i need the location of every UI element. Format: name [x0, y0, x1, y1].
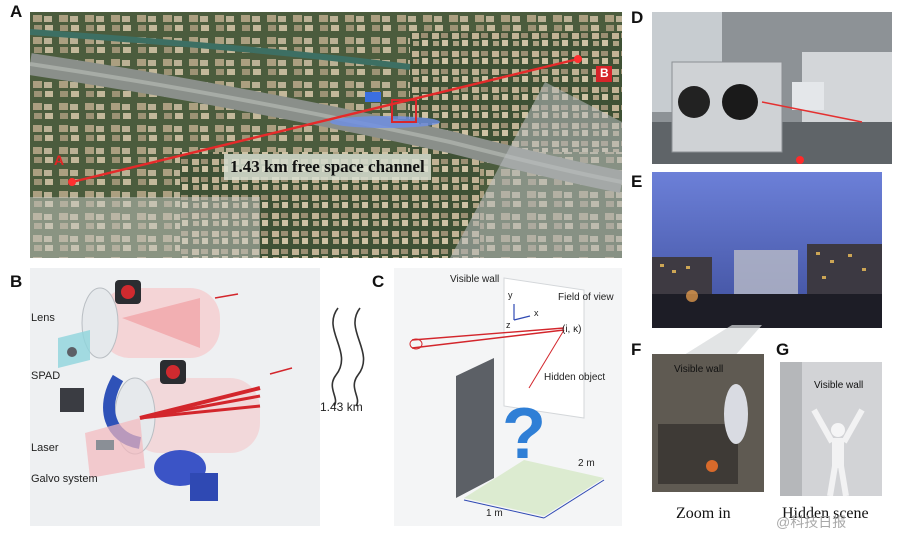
svg-text:?: ?: [502, 394, 546, 474]
distance-indicator: 1.43 km: [316, 300, 386, 430]
axis-y-label: y: [508, 290, 513, 300]
device-schematic-graphic: [58, 280, 293, 501]
dim-1m-label: 1 m: [486, 508, 503, 519]
dim-2m-label: 2 m: [578, 458, 595, 469]
wavy-lines-icon: [331, 307, 365, 407]
panel-b-device: Lens SPAD Laser Galvo system: [30, 268, 320, 526]
lens-label: Lens: [31, 312, 55, 324]
satellite-map-graphic: [30, 12, 622, 258]
watermark: @科技日报: [776, 514, 847, 530]
scene-schematic-graphic: ?: [409, 277, 605, 519]
hidden-scene-graphic: [780, 362, 882, 496]
axis-z-label: z: [506, 320, 511, 330]
panel-g-photo: Visible wall: [780, 362, 882, 496]
panel-f-photo: Visible wall: [652, 354, 764, 492]
channel-label: 1.43 km free space channel: [224, 154, 431, 180]
panel-e-label: E: [631, 172, 643, 191]
laser-label: Laser: [31, 442, 59, 454]
panel-a-label: A: [10, 2, 23, 21]
f-visible-wall-label: Visible wall: [674, 364, 724, 375]
panel-d-photo: [652, 12, 892, 164]
panel-f-label: F: [631, 340, 642, 359]
panel-b-label: B: [10, 272, 23, 291]
device-photo-graphic: [652, 12, 892, 164]
cityscape-photo-graphic: [652, 172, 882, 328]
field-of-view-label: Field of view: [558, 292, 614, 303]
g-visible-wall-label: Visible wall: [814, 380, 864, 391]
panel-g-label: G: [776, 340, 790, 359]
hidden-scene-caption: Hidden scene: [782, 505, 869, 522]
panel-e-photo: [652, 172, 882, 328]
panel-d-label: D: [631, 8, 644, 27]
marker-a: A: [54, 152, 65, 168]
panel-c-label: C: [372, 272, 385, 291]
axis-x-label: x: [534, 308, 539, 318]
coords-label: (i, κ): [562, 324, 582, 335]
distance-label: 1.43 km: [320, 400, 363, 414]
hidden-object-label: Hidden object: [544, 372, 606, 383]
galvo-label: Galvo system: [31, 473, 98, 485]
panel-c-scene: ? Visible wall Field of view (i, κ) Hidd…: [394, 268, 622, 526]
marker-b: B: [600, 66, 609, 80]
panel-a-satellite-map: 1.43 km free space channel A B: [30, 12, 622, 258]
spad-label: SPAD: [31, 370, 61, 382]
zoom-photo-graphic: [652, 354, 764, 492]
zoom-in-caption: Zoom in: [676, 505, 731, 522]
visible-wall-label: Visible wall: [450, 274, 500, 285]
